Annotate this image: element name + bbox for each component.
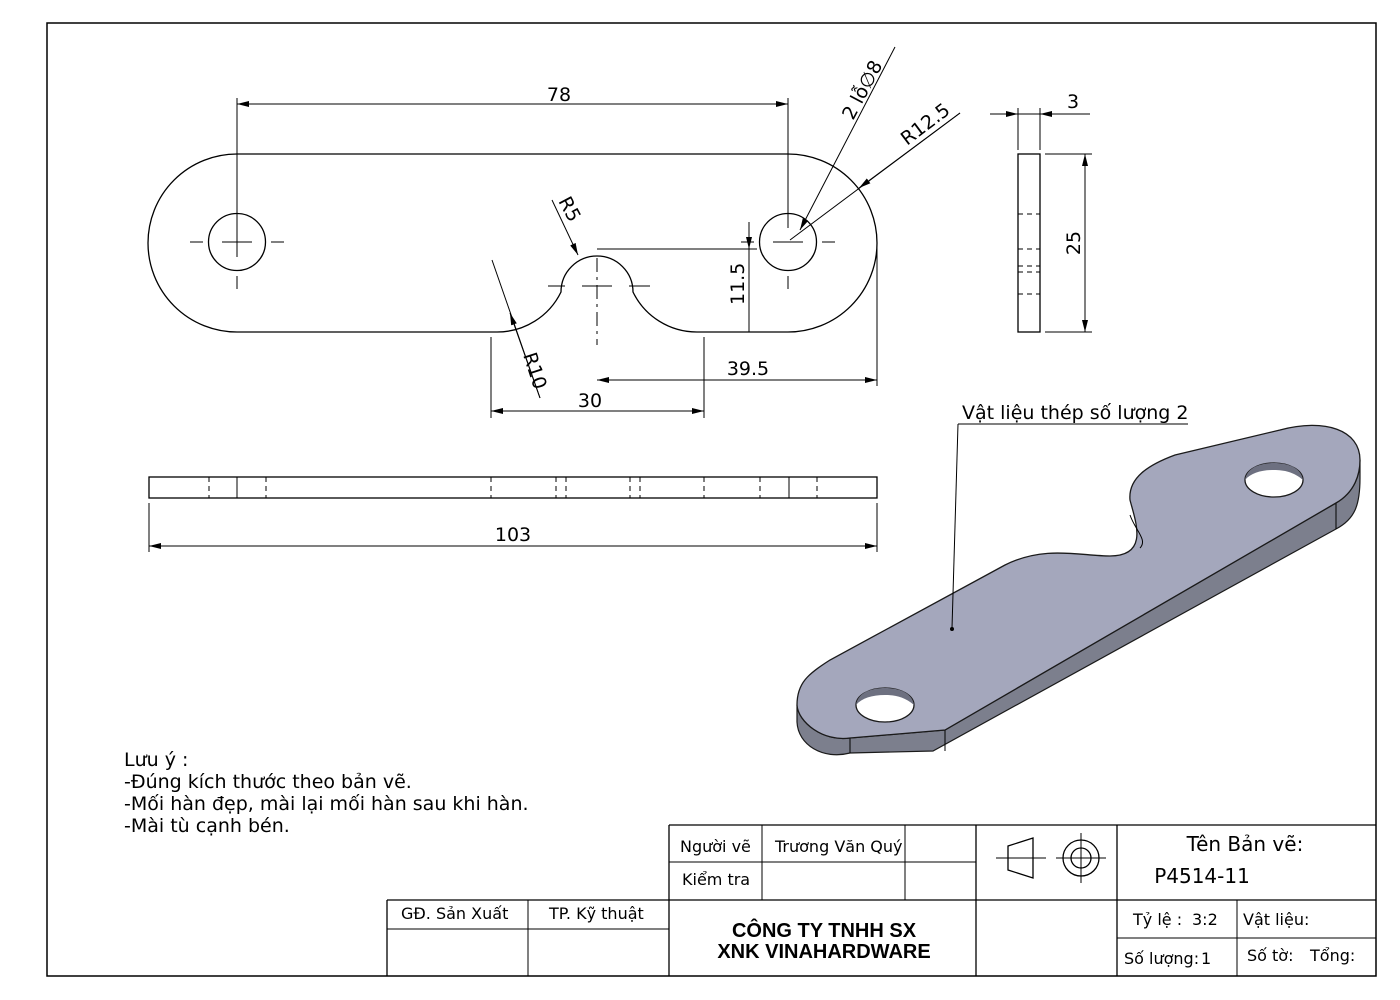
drawing-number: P4514-11	[1154, 864, 1250, 888]
dim-holes: 2 lỗ∅8	[837, 56, 887, 123]
dim-25: 25	[1063, 231, 1085, 255]
company-name-line2: XNK VINAHARDWARE	[717, 941, 930, 963]
quantity-label: Số lượng:	[1124, 949, 1199, 968]
dim-39-5: 39.5	[727, 358, 769, 380]
top-view: 103	[148, 476, 878, 552]
drawn-by-label: Người vẽ	[680, 837, 751, 856]
side-view: 3 25	[990, 91, 1092, 333]
iso-hole-left	[855, 687, 915, 723]
notes-title: Lưu ý :	[124, 749, 188, 771]
note-item: -Đúng kích thước theo bản vẽ.	[124, 771, 412, 793]
front-view: 78 2 lỗ∅8 R12.5 R5 11.5 R10 39.5 30	[147, 46, 961, 418]
dim-78: 78	[547, 84, 571, 106]
drawn-by-value: Trương Văn Quý	[774, 837, 903, 856]
sheet-label: Số tờ:	[1247, 946, 1293, 965]
dim-3: 3	[1067, 91, 1079, 113]
quantity-value: 1	[1201, 949, 1211, 968]
note-item: -Mối hàn đẹp, mài lại mối hàn sau khi hà…	[124, 793, 529, 815]
technical-head-label: TP. Kỹ thuật	[548, 904, 644, 923]
notes-block: Lưu ý : -Đúng kích thước theo bản vẽ. -M…	[124, 749, 529, 837]
dim-r12-5: R12.5	[897, 99, 955, 150]
leader-note: Vật liệu thép số lượng 2	[962, 402, 1188, 424]
dim-r10: R10	[518, 350, 550, 392]
projection-symbol-icon	[996, 833, 1106, 883]
isometric-view: Vật liệu thép số lượng 2	[796, 402, 1361, 756]
material-label: Vật liệu:	[1243, 910, 1309, 929]
note-item: -Mài tù cạnh bén.	[124, 815, 290, 837]
drawing-name-label: Tên Bản vẽ:	[1186, 832, 1304, 856]
iso-hole-right	[1244, 462, 1304, 498]
dim-103: 103	[495, 524, 531, 546]
company-name-line1: CÔNG TY TNHH SX	[732, 918, 917, 942]
dim-11-5: 11.5	[727, 263, 749, 305]
title-block: Người vẽ Trương Văn Quý Kiểm tra GĐ. Sản…	[386, 824, 1376, 976]
scale-label: Tỷ lệ :	[1132, 910, 1182, 929]
part-top-face	[796, 424, 1361, 740]
part-outline	[147, 153, 878, 333]
total-label: Tổng:	[1309, 946, 1355, 965]
checked-label: Kiểm tra	[682, 870, 750, 889]
drawing-border	[46, 22, 1377, 977]
production-director-label: GĐ. Sản Xuất	[401, 904, 508, 923]
scale-value: 3:2	[1192, 910, 1218, 929]
dim-30: 30	[578, 390, 602, 412]
dim-r5: R5	[554, 193, 585, 226]
